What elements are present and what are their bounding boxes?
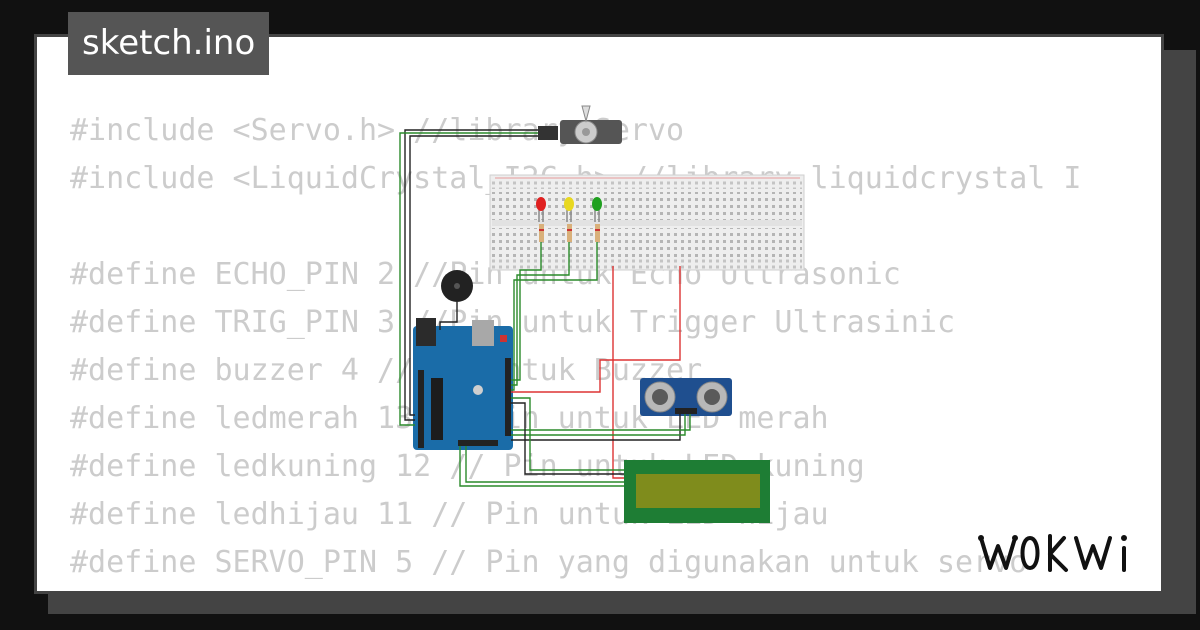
arduino-uno[interactable] [413,318,513,450]
resistor-yellow[interactable] [567,224,572,242]
resistor-green[interactable] [595,224,600,242]
led-green[interactable] [592,197,602,222]
file-tab[interactable]: sketch.ino [68,12,270,75]
servo-motor[interactable] [538,105,622,144]
resistor-red[interactable] [539,224,544,242]
buzzer[interactable] [441,270,473,302]
wokwi-logo [978,534,1127,572]
code-preview: #include <Servo.h> //library Servo#inclu… [70,107,1081,587]
led-yellow[interactable] [564,197,574,222]
code-line: #define SERVO_PIN 5 // Pin yang digunaka… [70,545,1028,580]
led-red[interactable] [536,197,546,222]
lcd-display[interactable] [624,460,770,523]
breadboard[interactable] [489,174,805,271]
wires [399,129,691,487]
ultrasonic-sensor[interactable] [640,378,732,416]
code-line: #define ledhijau 11 // Pin untuk LED hij… [70,497,829,532]
